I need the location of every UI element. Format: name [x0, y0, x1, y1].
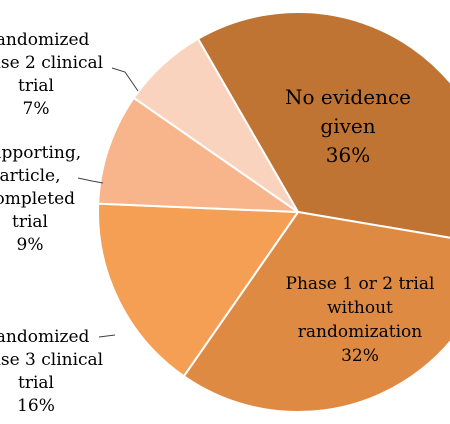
slice-label-line: Randomized — [0, 327, 90, 347]
pie-slice-4 — [132, 37, 299, 213]
slice-label-line: Randomized — [0, 30, 90, 50]
slice-label-line: trial — [18, 76, 54, 96]
slice-label-line: 7% — [23, 99, 50, 119]
leader-line-4 — [111, 67, 139, 92]
slice-label-line: article, — [0, 166, 60, 186]
slice-label-line: 9% — [17, 235, 44, 255]
slice-label-line: phase 3 clinical — [0, 350, 103, 370]
slice-label-2: Randomized phase 3 clinical trial 16% — [0, 327, 103, 416]
slice-label-line: trial — [18, 373, 54, 393]
slice-label-line: 16% — [17, 396, 55, 416]
pie-slice-1 — [182, 210, 450, 413]
slice-label-line: given — [320, 114, 375, 138]
slice-label-1: Phase 1 or 2 trial without randomization 32… — [286, 274, 435, 366]
pie-slice-2 — [97, 202, 300, 378]
slice-label-line: 32% — [341, 346, 379, 366]
leader-line-3 — [77, 177, 104, 184]
slice-label-line: No evidence — [285, 85, 411, 109]
slice-label-line: without — [327, 298, 393, 318]
slice-label-line: completed — [0, 189, 75, 209]
slice-label-line: phase 2 clinical — [0, 53, 103, 73]
slice-label-line: 36% — [326, 143, 370, 167]
leader-line-2 — [98, 334, 116, 338]
slice-label-line: trial — [12, 212, 48, 232]
slice-label-line: Phase 1 or 2 trial — [286, 274, 435, 294]
pie-slice-0 — [196, 10, 450, 239]
slice-label-line: randomization — [298, 322, 422, 342]
slice-label-3: Supporting, article, completed trial 9% — [0, 143, 81, 255]
slice-label-line: Supporting, — [0, 143, 81, 163]
pie-slice-3 — [97, 96, 302, 214]
slice-label-0: No evidence given 36% — [285, 85, 411, 167]
slice-label-4: Randomized phase 2 clinical trial 7% — [0, 30, 103, 119]
